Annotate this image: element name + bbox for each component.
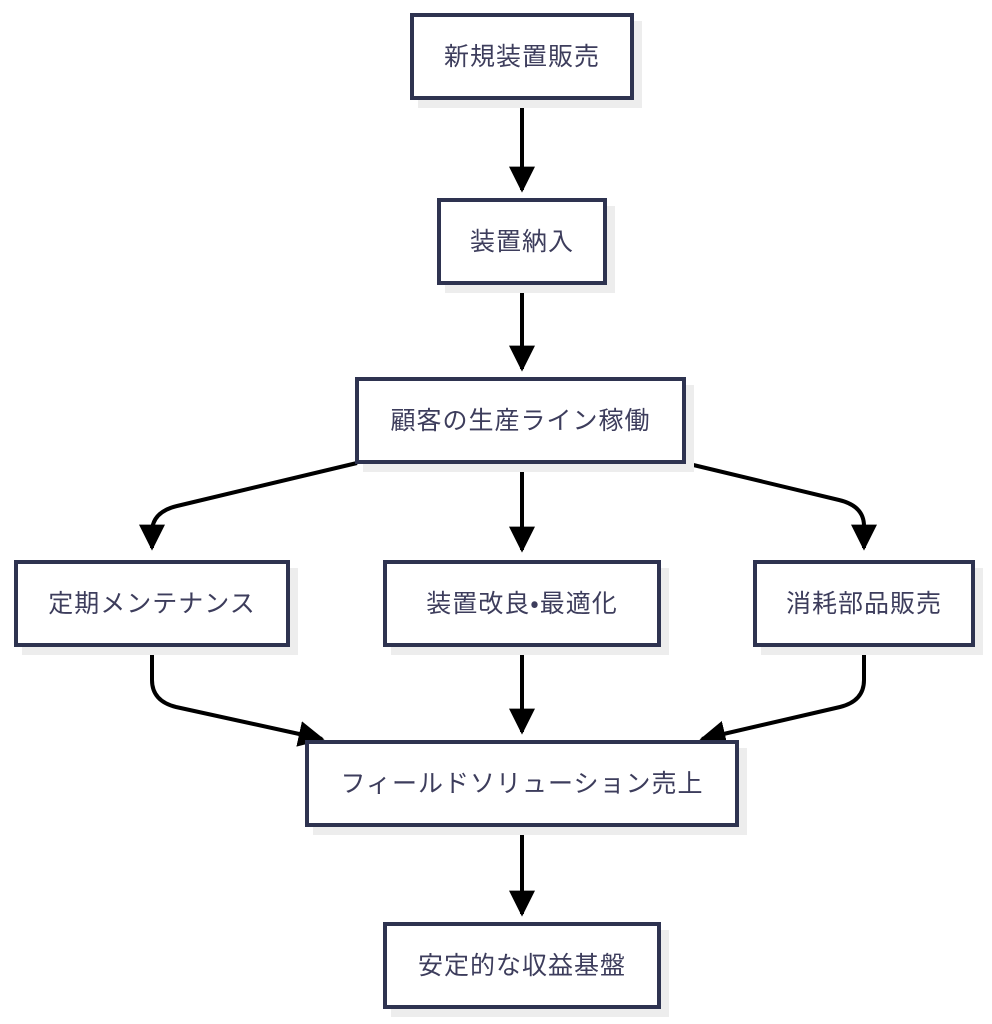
node-label: 新規装置販売: [443, 41, 600, 71]
node-regular-maintenance: 定期メンテナンス: [14, 560, 290, 647]
node-consumable-parts-sales: 消耗部品販売: [753, 560, 975, 647]
edge-consumables-to-field-solution: [699, 647, 866, 747]
node-label: 顧客の生産ライン稼働: [390, 405, 651, 435]
node-customer-production-line: 顧客の生産ライン稼働: [355, 377, 686, 464]
node-stable-revenue-base: 安定的な収益基盤: [383, 922, 661, 1009]
node-equipment-improvement: 装置改良・最適化: [383, 560, 661, 647]
edge-production-line-to-maintenance: [139, 461, 358, 551]
node-field-solution-revenue: フィールドソリューション売上: [305, 740, 739, 827]
node-label: フィールドソリューション売上: [340, 768, 704, 798]
edge-maintenance-to-field-solution: [150, 647, 325, 747]
node-equipment-delivery: 装置納入: [437, 198, 607, 285]
node-label: 安定的な収益基盤: [417, 950, 626, 980]
node-new-equipment-sales: 新規装置販売: [410, 13, 634, 100]
edge-production-line-to-consumables: [684, 461, 877, 551]
node-label: 定期メンテナンス: [48, 588, 256, 618]
node-label: 消耗部品販売: [785, 588, 942, 618]
node-label: 装置改良・最適化: [426, 588, 618, 618]
node-label: 装置納入: [469, 226, 574, 256]
